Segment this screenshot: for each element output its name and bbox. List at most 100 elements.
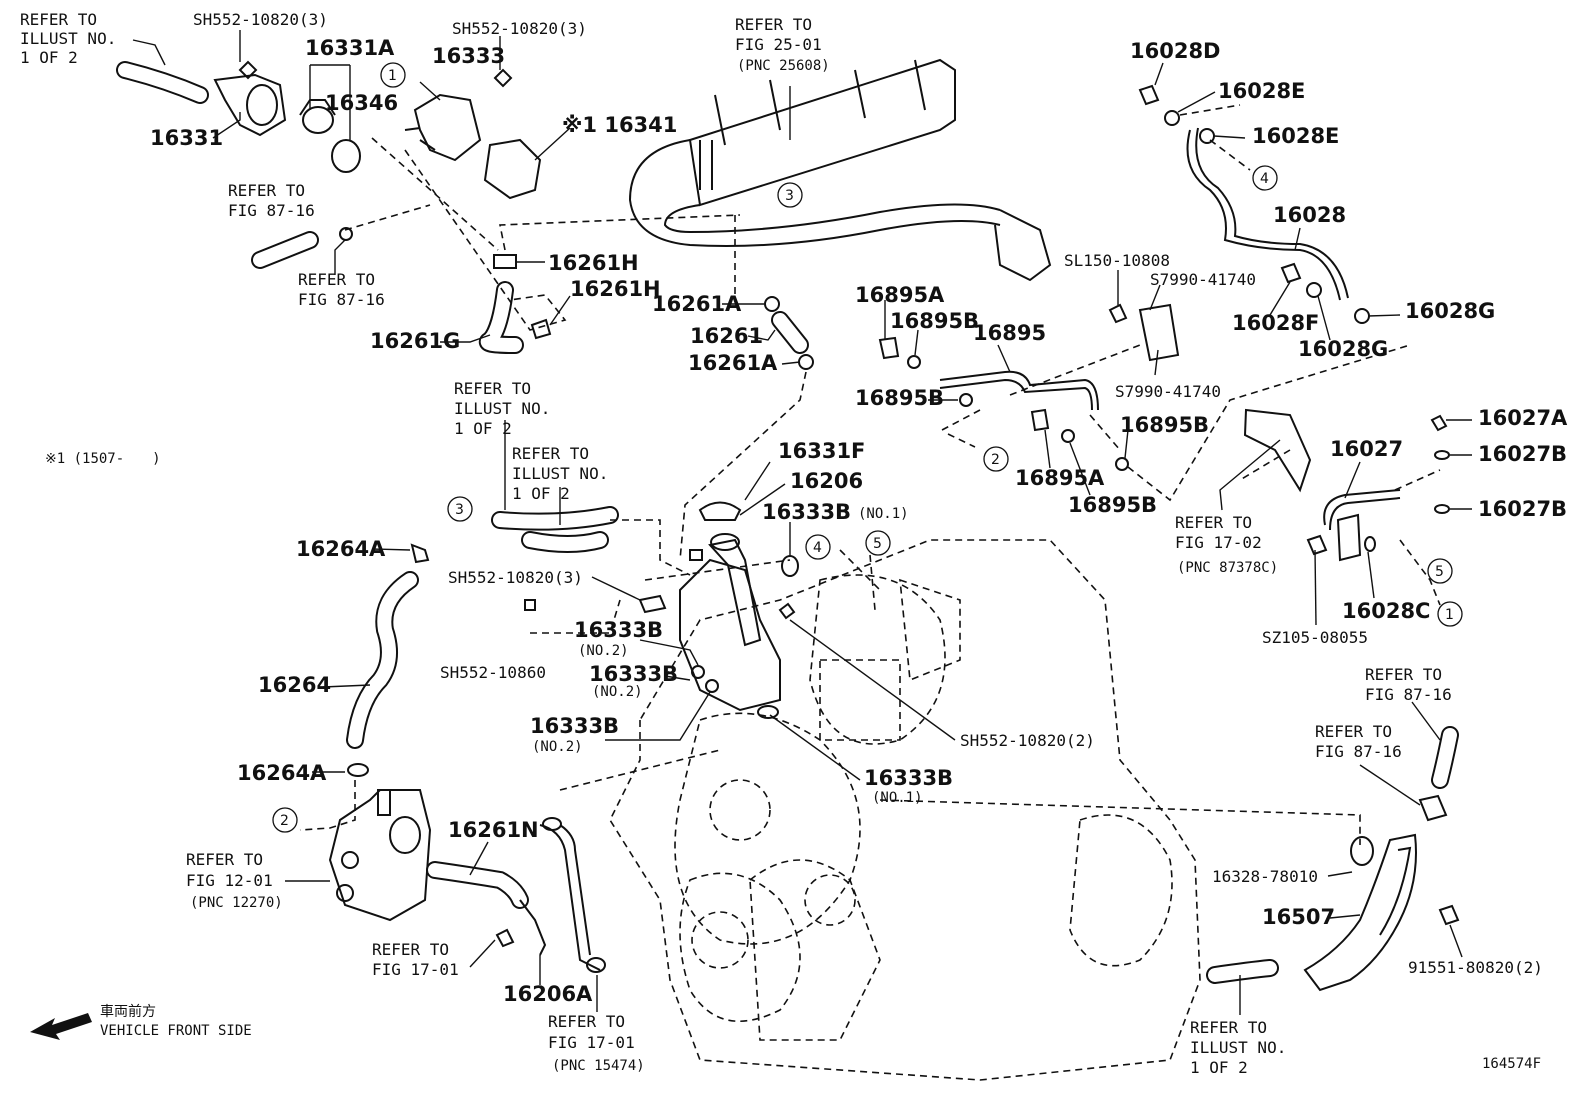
part-label: 16328-78010: [1212, 867, 1318, 886]
part-label: 16028C: [1342, 599, 1430, 623]
svg-text:ILLUST NO.: ILLUST NO.: [1190, 1038, 1286, 1057]
svg-text:REFER TO: REFER TO: [1175, 513, 1252, 532]
ref-fig-87-16-c: REFER TO FIG 87-16: [1365, 665, 1452, 704]
svg-text:5: 5: [1435, 564, 1444, 580]
part-label: 16895B: [1120, 413, 1209, 437]
part-label: 16028D: [1130, 39, 1221, 63]
ref-fig-87-16-b: REFER TO FIG 87-16: [298, 270, 385, 309]
ref-illust-1of2-topleft: REFER TO ILLUST NO. 1 OF 2: [20, 10, 116, 67]
footnote: ※1 (1507- ): [45, 451, 161, 467]
part-label: S7990-41740: [1115, 382, 1221, 401]
qualifier: (NO.2): [592, 684, 643, 700]
svg-text:REFER TO: REFER TO: [228, 181, 305, 200]
svg-text:4: 4: [1260, 171, 1269, 187]
front-arrow-icon: [30, 1013, 92, 1040]
svg-text:2: 2: [991, 452, 1000, 468]
part-label: 16028G: [1405, 299, 1495, 323]
part-label: SH552-10820(3): [452, 19, 587, 38]
part-label: 16261A: [652, 292, 742, 316]
part-label: SH552-10820(3): [448, 568, 583, 587]
part-label: 16261H: [570, 277, 661, 301]
part-label: SL150-10808: [1064, 251, 1170, 270]
ref-fig-25-01: REFER TO FIG 25-01 (PNC 25608): [735, 15, 830, 74]
svg-text:REFER TO: REFER TO: [735, 15, 812, 34]
svg-text:(PNC 25608): (PNC 25608): [737, 58, 830, 74]
part-label: 16027B: [1478, 442, 1567, 466]
svg-text:FIG 12-01: FIG 12-01: [186, 871, 273, 890]
svg-text:1: 1: [1445, 607, 1454, 623]
svg-text:1 OF 2: 1 OF 2: [1190, 1058, 1248, 1077]
ref-illust-1of2-bottomright: REFER TO ILLUST NO. 1 OF 2: [1190, 1018, 1286, 1077]
connector-4b: 4: [805, 534, 831, 560]
svg-text:2: 2: [280, 813, 289, 829]
svg-text:REFER TO: REFER TO: [1190, 1018, 1267, 1037]
vehicle-front-indicator: 車両前方 VEHICLE FRONT SIDE: [30, 1003, 252, 1040]
part-label: 91551-80820(2): [1408, 958, 1543, 977]
part-label: 16507: [1262, 905, 1335, 929]
part-label: 16333B: [589, 662, 678, 686]
connector-1b: 1: [1437, 601, 1463, 627]
svg-text:REFER TO: REFER TO: [1315, 722, 1392, 741]
part-label: 16261A: [688, 351, 778, 375]
part-label: 16333B: [762, 500, 851, 524]
part-label: 16206: [790, 469, 863, 493]
oil-cooler-pipe-group: [1108, 84, 1370, 493]
connector-4a: 4: [1252, 165, 1278, 191]
ref-fig-87-16-a: REFER TO FIG 87-16: [228, 181, 315, 220]
svg-text:FIG 87-16: FIG 87-16: [1315, 742, 1402, 761]
reference-notes: REFER TO ILLUST NO. 1 OF 2 REFER TO FIG …: [20, 10, 1452, 1077]
part-label: 16028: [1273, 203, 1346, 227]
svg-text:FIG 87-16: FIG 87-16: [228, 201, 315, 220]
part-label: 16027: [1330, 437, 1403, 461]
ref-fig-12-01: REFER TO FIG 12-01 (PNC 12270): [186, 850, 283, 911]
connector-3a: 3: [777, 182, 803, 208]
part-label: 16264A: [237, 761, 327, 785]
svg-text:5: 5: [873, 536, 882, 552]
svg-text:3: 3: [455, 502, 464, 518]
part-label: 16261N: [448, 818, 539, 842]
connector-2b: 2: [272, 807, 298, 833]
part-label: 16895A: [855, 283, 945, 307]
bypass-hose-group: [478, 254, 814, 370]
connector-1a: 1: [380, 62, 406, 88]
svg-text:FIG 25-01: FIG 25-01: [735, 35, 822, 54]
svg-text:ILLUST NO.: ILLUST NO.: [454, 399, 550, 418]
svg-text:ILLUST NO.: ILLUST NO.: [20, 29, 116, 48]
part-label: 16333: [432, 44, 505, 68]
svg-text:REFER TO: REFER TO: [512, 444, 589, 463]
part-label: SH552-10820(3): [193, 10, 328, 29]
ref-fig-17-01-b: REFER TO FIG 17-01 (PNC 15474): [548, 1012, 645, 1074]
leader-lines: [132, 30, 1472, 1015]
svg-text:1: 1: [388, 68, 397, 84]
svg-text:REFER TO: REFER TO: [372, 940, 449, 959]
svg-text:FIG 87-16: FIG 87-16: [298, 290, 385, 309]
svg-text:FIG 87-16: FIG 87-16: [1365, 685, 1452, 704]
lower-left-group: [328, 506, 619, 973]
part-label: 16333B: [864, 766, 953, 790]
svg-text:1 OF 2: 1 OF 2: [454, 419, 512, 438]
part-label: 16028G: [1298, 337, 1388, 361]
part-label: 16895: [973, 321, 1046, 345]
ref-fig-17-02: REFER TO FIG 17-02 (PNC 87378C): [1175, 513, 1278, 576]
svg-text:REFER TO: REFER TO: [20, 10, 97, 29]
part-label: 16028E: [1218, 79, 1305, 103]
engine-block-outline: [609, 539, 1201, 1081]
part-label: 16027A: [1478, 406, 1568, 430]
egr-pipe-assembly: [628, 58, 1052, 282]
water-outlet-housing: [524, 501, 799, 719]
svg-text:(PNC 15474): (PNC 15474): [552, 1058, 645, 1074]
part-label: 16027B: [1478, 497, 1567, 521]
svg-text:1 OF 2: 1 OF 2: [20, 48, 78, 67]
svg-text:FIG 17-01: FIG 17-01: [548, 1033, 635, 1052]
part-label: SH552-10820(2): [960, 731, 1095, 750]
part-label: 16895B: [855, 386, 944, 410]
svg-text:FIG 17-02: FIG 17-02: [1175, 533, 1262, 552]
part-label: 16028E: [1252, 124, 1339, 148]
ref-illust-1of2-mid2: REFER TO ILLUST NO. 1 OF 2: [512, 444, 608, 503]
part-label: 16261H: [548, 251, 639, 275]
part-label: 16331A: [305, 36, 395, 60]
connector-5a: 5: [865, 530, 891, 556]
part-label: 16346: [325, 91, 398, 115]
